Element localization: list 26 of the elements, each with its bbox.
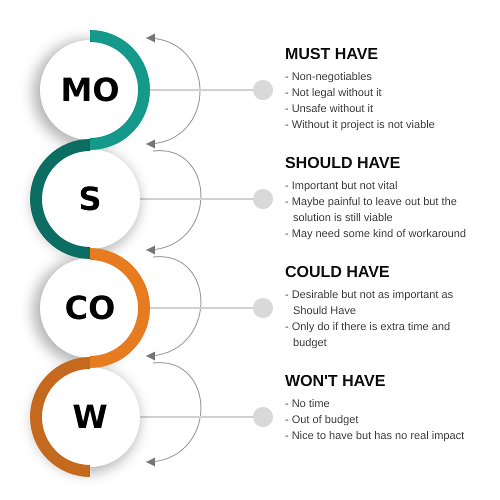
list-item: - Maybe painful to leave out but the solution is still viable — [285, 195, 458, 226]
list-item: - Desirable but not as important as Should Have — [285, 288, 454, 319]
connector-dot — [253, 407, 273, 427]
circle-label: S — [78, 181, 102, 217]
category-heading: MUST HAVE — [285, 45, 380, 65]
connector-dot — [253, 80, 273, 100]
category-heading: COULD HAVE — [285, 263, 391, 283]
circle-label: W — [72, 399, 108, 435]
list-item: - Only do if there is extra time and budget — [285, 320, 452, 351]
list-item: - Non-negotiables — [285, 70, 373, 85]
list-item: - Nice to have but has no real impact — [285, 429, 466, 444]
connector-dot — [253, 298, 273, 318]
circle-label: CO — [64, 290, 116, 326]
category-heading: SHOULD HAVE — [285, 154, 402, 174]
list-item: - May need some kind of workaround — [285, 227, 467, 242]
circle-label: MO — [60, 72, 120, 108]
connector-line — [140, 198, 253, 200]
list-item: - Without it project is not viable — [285, 118, 436, 133]
list-item: - Unsafe without it — [285, 102, 374, 117]
list-item: - Important but not vital — [285, 179, 398, 194]
list-item: - No time — [285, 397, 331, 412]
connector-dot — [253, 189, 273, 209]
category-heading: WON'T HAVE — [285, 372, 386, 392]
list-item: - Not legal without it — [285, 86, 383, 101]
list-item: - Out of budget — [285, 413, 360, 428]
connector-line — [140, 416, 253, 418]
